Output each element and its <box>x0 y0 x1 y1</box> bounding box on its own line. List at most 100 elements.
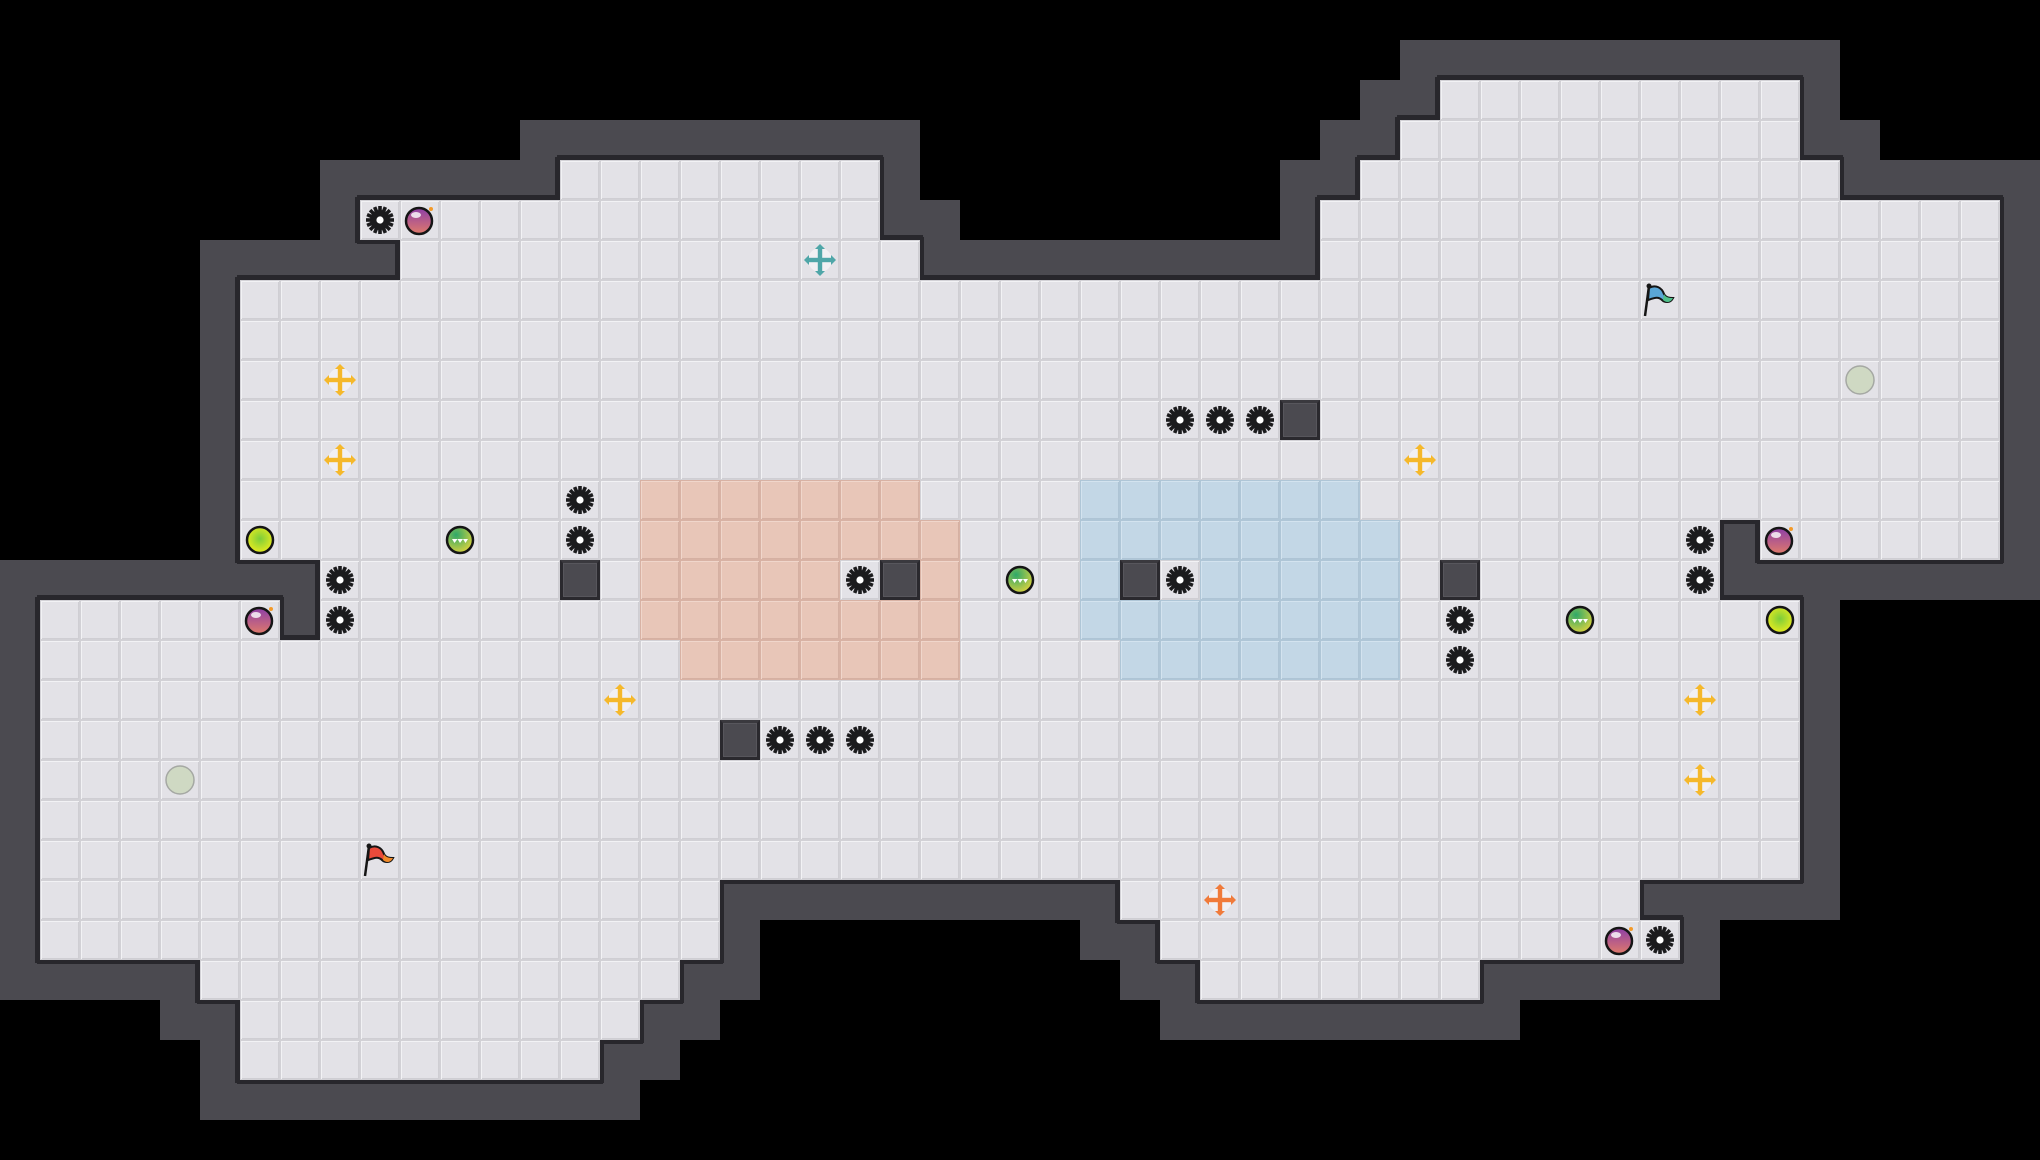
star-yellow-icon[interactable] <box>320 360 360 400</box>
floor-tile <box>1120 760 1160 800</box>
floor-tile <box>1720 120 1760 160</box>
floor-tile <box>1640 680 1680 720</box>
wall-edge <box>1720 517 1724 563</box>
wall-tile <box>1680 880 1720 920</box>
floor-tile <box>1560 200 1600 240</box>
floor-tile <box>640 320 680 360</box>
floor-tile <box>1400 560 1440 600</box>
floor-tile <box>1680 80 1720 120</box>
blue-zone-tile <box>1240 640 1280 680</box>
wall-edge <box>1397 1000 1443 1004</box>
floor-tile <box>360 400 400 440</box>
blue-zone-tile <box>1240 520 1280 560</box>
wall-tile <box>1280 1000 1320 1040</box>
floor-tile <box>1160 840 1200 880</box>
floor-tile <box>280 320 320 360</box>
floor-tile <box>1000 360 1040 400</box>
floor-tile <box>1560 800 1600 840</box>
star-yellow-icon[interactable] <box>320 440 360 480</box>
blue-zone-tile <box>1160 600 1200 640</box>
floor-tile <box>1360 720 1400 760</box>
floor-tile <box>1440 680 1480 720</box>
wall-tile <box>200 1080 240 1120</box>
wall-edge <box>2000 357 2004 403</box>
floor-tile <box>1240 680 1280 720</box>
floor-tile <box>440 560 480 600</box>
bomb-icon <box>240 600 280 640</box>
teeth-orb-icon <box>1560 600 1600 640</box>
floor-tile <box>160 920 200 960</box>
floor-tile <box>1400 920 1440 960</box>
floor-tile <box>1400 880 1440 920</box>
floor-tile <box>1640 600 1680 640</box>
wall-edge <box>157 960 203 964</box>
floor-tile <box>1960 400 2000 440</box>
floor-tile <box>1600 480 1640 520</box>
floor-tile <box>880 440 920 480</box>
wall-edge <box>837 155 883 160</box>
wall-edge <box>1957 560 2003 564</box>
floor-tile <box>1480 600 1520 640</box>
blue-zone-tile <box>1160 640 1200 680</box>
star-yellow-icon[interactable] <box>1680 680 1720 720</box>
floor-tile <box>1480 280 1520 320</box>
floor-tile <box>1600 280 1640 320</box>
star-teal-icon[interactable] <box>800 240 840 280</box>
wall-edge <box>437 1080 483 1084</box>
wall-edge <box>195 957 200 1003</box>
floor-tile <box>1800 480 1840 520</box>
wall-edge <box>35 837 40 883</box>
wall-tile <box>1520 960 1560 1000</box>
floor-tile <box>960 800 1000 840</box>
floor-tile <box>560 160 600 200</box>
wall-tile <box>1280 240 1320 280</box>
floor-tile <box>1520 520 1560 560</box>
floor-tile <box>1240 720 1280 760</box>
wall-edge <box>35 877 40 923</box>
floor-tile <box>1920 400 1960 440</box>
wall-tile <box>1280 160 1320 200</box>
floor-tile <box>120 720 160 760</box>
floor-tile <box>1600 160 1640 200</box>
salmon-zone-tile <box>720 520 760 560</box>
wall-tile <box>320 1080 360 1120</box>
floor-tile <box>680 720 720 760</box>
floor-tile <box>360 360 400 400</box>
wall-tile <box>0 560 40 600</box>
wall-edge <box>917 880 963 884</box>
floor-tile <box>1680 800 1720 840</box>
wall-tile <box>960 240 1000 280</box>
floor-tile <box>400 1000 440 1040</box>
wall-edge <box>1800 117 1804 163</box>
wall-tile <box>1880 160 1920 200</box>
floor-tile <box>400 440 440 480</box>
floor-tile <box>1160 880 1200 920</box>
floor-tile <box>1680 440 1720 480</box>
floor-tile <box>40 760 80 800</box>
star-yellow-icon[interactable] <box>1400 440 1440 480</box>
floor-tile <box>1760 360 1800 400</box>
blue-zone-tile <box>1080 600 1120 640</box>
floor-tile <box>1400 680 1440 720</box>
wall-edge <box>1717 880 1763 884</box>
star-yellow-icon[interactable] <box>1680 760 1720 800</box>
star-yellow-icon[interactable] <box>600 680 640 720</box>
star-orange-icon[interactable] <box>1200 880 1240 920</box>
floor-tile <box>1600 560 1640 600</box>
floor-tile <box>1840 400 1880 440</box>
wall-tile <box>1800 560 1840 600</box>
floor-tile <box>200 960 240 1000</box>
flag-red-icon[interactable] <box>360 840 400 880</box>
floor-tile <box>1560 680 1600 720</box>
floor-tile <box>680 320 720 360</box>
floor-tile <box>400 680 440 720</box>
floor-tile <box>280 400 320 440</box>
flag-blue-icon[interactable] <box>1640 280 1680 320</box>
floor-tile <box>1160 800 1200 840</box>
floor-tile <box>1560 360 1600 400</box>
floor-tile <box>880 400 920 440</box>
wall-tile <box>2000 280 2040 320</box>
floor-tile <box>440 440 480 480</box>
floor-tile <box>40 840 80 880</box>
floor-tile <box>1920 240 1960 280</box>
